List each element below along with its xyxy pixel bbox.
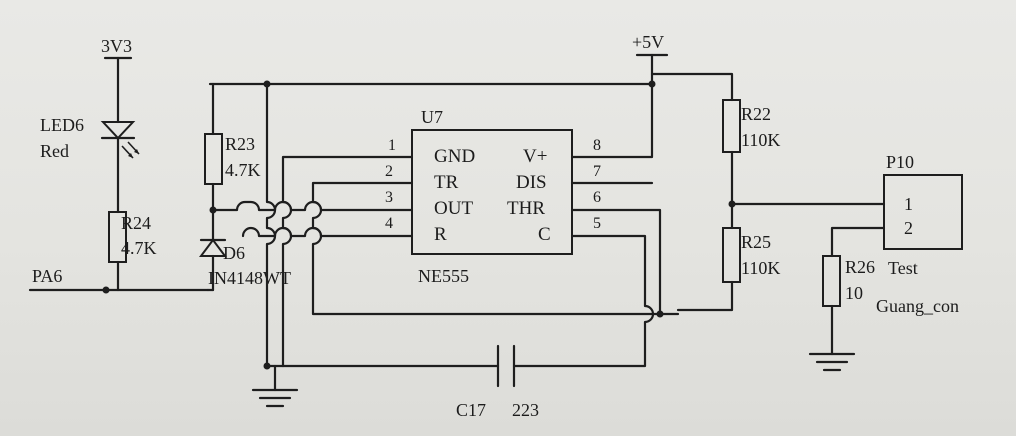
- led6-ref: LED6: [40, 115, 84, 135]
- p10-pin2: 2: [904, 218, 913, 238]
- c17-value: 223: [512, 400, 539, 420]
- pa6-label: PA6: [32, 266, 62, 286]
- u7-pin5-name: C: [538, 224, 551, 245]
- u7-pin2-name: TR: [434, 172, 459, 193]
- p10-label-test: Test: [888, 258, 918, 278]
- ground-right: [808, 352, 856, 372]
- d6-diode: D6 IN4148WT: [199, 238, 291, 288]
- r23-resistor: R23 4.7K: [204, 133, 261, 185]
- r25-value: 110K: [741, 258, 780, 278]
- d6-ref: D6: [223, 243, 245, 263]
- r23-ref: R23: [225, 134, 255, 154]
- led6-value: Red: [40, 141, 69, 161]
- r25-resistor: R25 110K: [722, 227, 780, 283]
- r24-value: 4.7K: [121, 238, 157, 258]
- r23-value: 4.7K: [225, 160, 261, 180]
- u7-pin3-name: OUT: [434, 198, 473, 219]
- wire-pin4-r: [241, 226, 414, 238]
- u7-pin2-num: 2: [385, 163, 393, 180]
- p10-ref: P10: [886, 152, 914, 172]
- wire-pin2-tr: [311, 181, 680, 316]
- power-5v-label: +5V: [632, 32, 664, 52]
- u7-pin6-name: THR: [507, 198, 545, 219]
- r24-ref: R24: [121, 213, 151, 233]
- u7-pin1-name: GND: [434, 146, 475, 167]
- r22-resistor: R22 110K: [722, 99, 780, 153]
- r25-ref: R25: [741, 232, 771, 252]
- u7-pin6-num: 6: [593, 189, 601, 206]
- u7-pin4-num: 4: [385, 215, 393, 232]
- u7-pin5-num: 5: [593, 215, 601, 232]
- r26-ref: R26: [845, 257, 875, 277]
- c17-capacitor: C17 223: [281, 344, 539, 420]
- r26-value: 10: [845, 283, 863, 303]
- r22-ref: R22: [741, 104, 771, 124]
- r24-resistor: R24 4.7K: [108, 211, 157, 263]
- wire-pin3-out: [211, 200, 414, 212]
- u7-pin1-num: 1: [388, 137, 396, 154]
- u7-pin4-name: R: [434, 224, 447, 245]
- wire-pin5-c: [512, 234, 655, 368]
- d6-value: IN4148WT: [208, 268, 291, 288]
- p10-connector: P10 1 2 Test Guang_con: [876, 152, 963, 316]
- u7-pin3-num: 3: [385, 189, 393, 206]
- net-pa6: PA6: [28, 266, 210, 294]
- p10-pin1: 1: [904, 194, 913, 214]
- r26-resistor: R26 10: [822, 255, 875, 307]
- u7-pin7-num: 7: [593, 163, 601, 180]
- r22-value: 110K: [741, 130, 780, 150]
- u7-ne555: U7 NE555 GND TR OUT R V+ DIS THR C 1 2 3…: [385, 107, 601, 286]
- wire-r25-rail: [676, 280, 734, 312]
- wire-rail-r22: [650, 72, 734, 102]
- led6-symbol: LED6 Red: [40, 115, 140, 161]
- u7-pin8-name: V+: [523, 146, 547, 167]
- p10-label-guang: Guang_con: [876, 296, 959, 316]
- wire-pin6-thr: [570, 208, 662, 316]
- u7-pin7-name: DIS: [516, 172, 547, 193]
- power-3v3: 3V3: [101, 36, 133, 60]
- power-3v3-label: 3V3: [101, 36, 132, 56]
- wire-pin8-vplus: [570, 82, 654, 159]
- u7-pin8-num: 8: [593, 137, 601, 154]
- power-5v: +5V: [632, 32, 669, 86]
- wire-rail-ground-trunk: [265, 82, 277, 368]
- c17-ref: C17: [456, 400, 486, 420]
- u7-part: NE555: [418, 266, 469, 286]
- ground-left: [251, 364, 299, 408]
- wire-p10-pin2-r26: [830, 226, 886, 258]
- u7-ref: U7: [421, 107, 443, 127]
